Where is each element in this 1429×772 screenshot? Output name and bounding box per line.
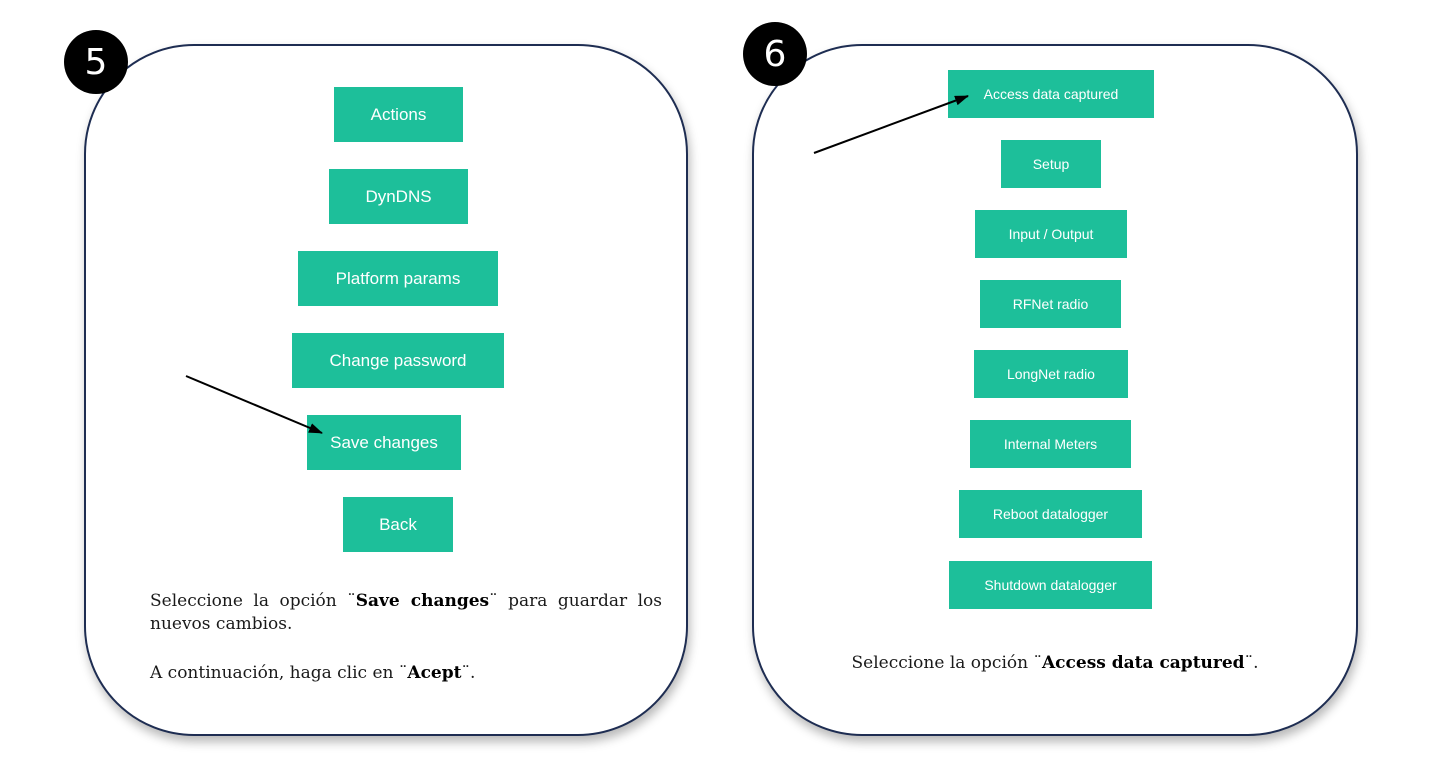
step-5-instruction: Seleccione la opción ¨Save changes¨ para… — [150, 591, 663, 634]
internal-meters-button[interactable]: Internal Meters — [970, 420, 1131, 468]
dyndns-button[interactable]: DynDNS — [329, 169, 468, 224]
platform-params-button[interactable]: Platform params — [298, 251, 498, 306]
access-data-captured-emphasis: Access data captured — [1041, 653, 1245, 673]
step-5-panel — [84, 44, 688, 736]
step-6-instruction: Seleccione la opción ¨Access data captur… — [851, 653, 1259, 673]
reboot-datalogger-button[interactable]: Reboot datalogger — [959, 490, 1142, 538]
step-6-badge: 6 — [743, 22, 807, 86]
longnet-radio-button[interactable]: LongNet radio — [974, 350, 1128, 398]
rfnet-radio-button[interactable]: RFNet radio — [980, 280, 1121, 328]
shutdown-datalogger-button[interactable]: Shutdown datalogger — [949, 561, 1152, 609]
step-5-continuation: A continuación, haga clic en ¨Acept¨. — [150, 663, 476, 683]
step-5-badge: 5 — [64, 30, 128, 94]
back-button[interactable]: Back — [343, 497, 453, 552]
input-output-button[interactable]: Input / Output — [975, 210, 1127, 258]
change-password-button[interactable]: Change password — [292, 333, 504, 388]
save-changes-button[interactable]: Save changes — [307, 415, 461, 470]
save-changes-emphasis: Save changes — [355, 591, 490, 611]
access-data-captured-button[interactable]: Access data captured — [948, 70, 1154, 118]
actions-button[interactable]: Actions — [334, 87, 463, 142]
acept-emphasis: Acept — [407, 663, 462, 683]
setup-button[interactable]: Setup — [1001, 140, 1101, 188]
